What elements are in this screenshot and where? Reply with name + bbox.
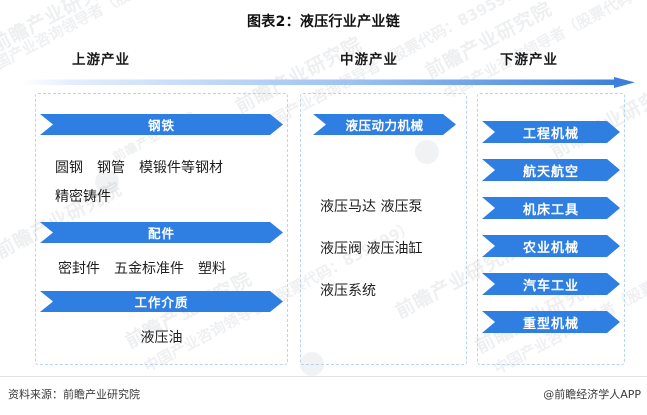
panel-downstream [477,93,625,365]
banner-label: 航天航空 [522,164,579,180]
upstream-medium-item-1: 液压油 [140,330,183,346]
banner-downstream-aerospace[interactable]: 航天航空 [482,159,620,181]
banner-downstream-heavy-machinery[interactable]: 重型机械 [482,311,620,333]
page-title: 图表2：液压行业产业链 [246,14,401,30]
banner-label: 液压动力机械 [345,118,424,133]
midstream-item-1: 液压马达 液压泵 [320,199,423,215]
panel-upstream [35,93,288,365]
banner-label: 机床工具 [522,202,579,218]
midstream-item-3: 液压系统 [320,283,376,299]
footer-divider [0,376,647,377]
banner-upstream-steel[interactable]: 钢铁 [40,114,283,135]
app-watermark-note: @前瞻经济学人APP [543,388,641,401]
midstream-item-2: 液压阀 液压油缸 [320,241,423,257]
banner-label: 农业机械 [522,240,579,256]
panel-midstream [300,93,467,365]
upstream-steel-item-2: 精密铸件 [55,189,111,205]
banner-midstream-hydraulic-power-machinery[interactable]: 液压动力机械 [313,114,456,135]
banner-label: 重型机械 [522,316,579,332]
banner-label: 工作介质 [134,295,189,310]
stage-header-midstream: 中游产业 [340,52,398,68]
banner-upstream-medium[interactable]: 工作介质 [40,291,283,312]
banner-downstream-automotive-industry[interactable]: 汽车工业 [482,273,620,295]
banner-label: 钢铁 [147,118,175,133]
upstream-parts-item-1: 密封件 五金标准件 塑料 [58,261,226,277]
banner-downstream-machine-tools[interactable]: 机床工具 [482,197,620,219]
source-note: 资料来源：前瞻产业研究院 [8,388,140,401]
banner-downstream-construction-machinery[interactable]: 工程机械 [482,121,620,143]
banner-label: 配件 [147,226,175,241]
stage-header-downstream: 下游产业 [500,52,558,68]
banner-label: 汽车工业 [522,278,579,294]
banner-label: 工程机械 [522,126,579,142]
upstream-steel-item-1: 圆钢 钢管 模锻件等钢材 [55,160,223,176]
banner-upstream-parts[interactable]: 配件 [40,222,283,243]
stage-header-upstream: 上游产业 [72,52,130,68]
banner-downstream-agricultural-machinery[interactable]: 农业机械 [482,235,620,257]
flow-direction-arrow [22,73,635,88]
